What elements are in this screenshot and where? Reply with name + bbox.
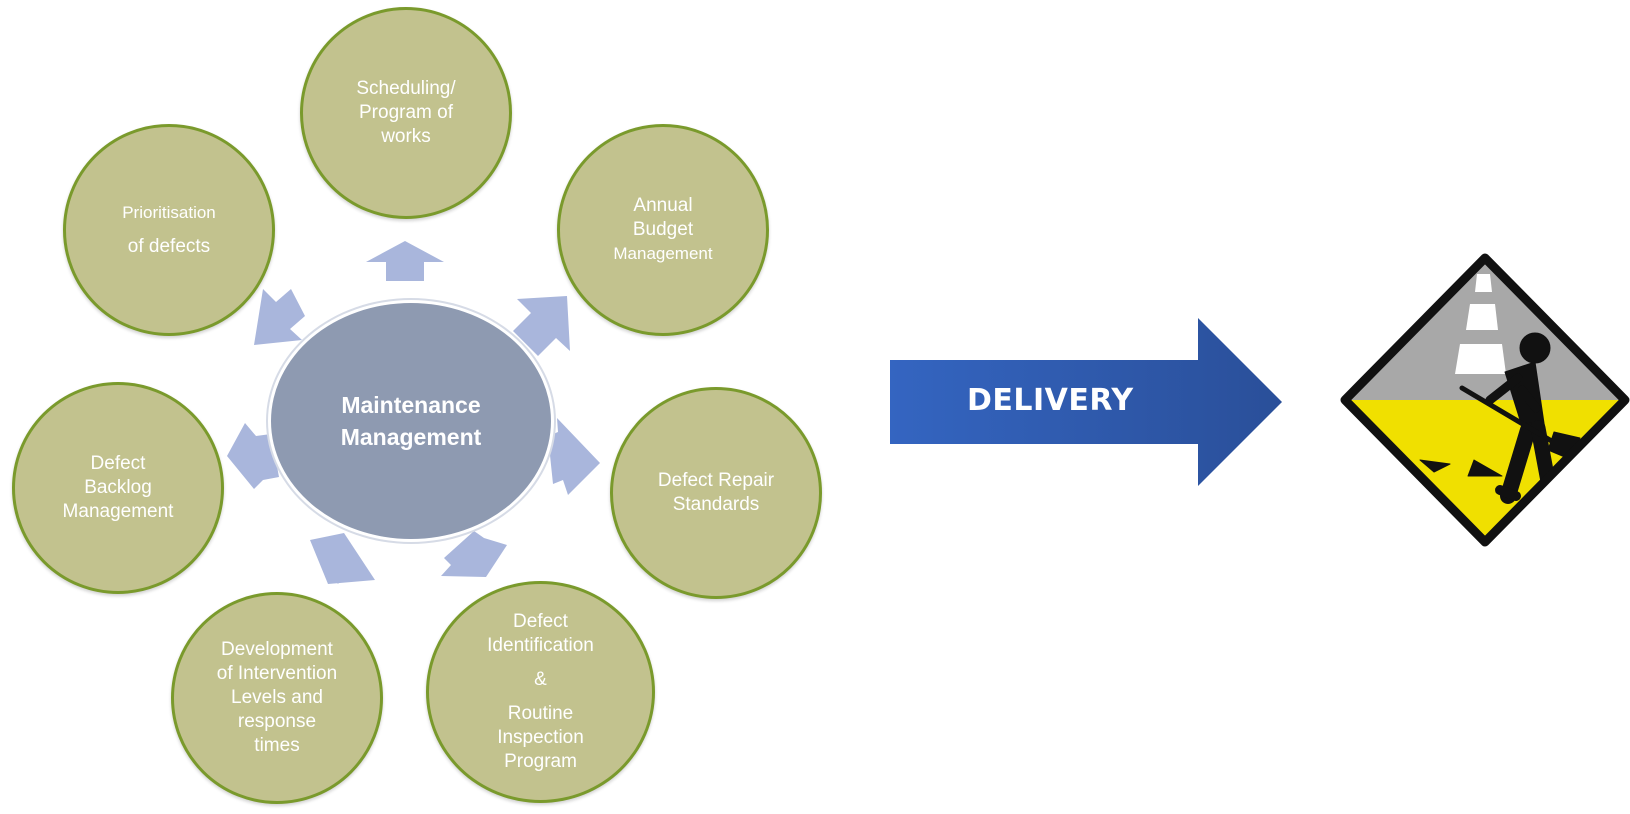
delivery-arrow: [890, 318, 1282, 486]
arrow-to-backlog: [227, 423, 279, 489]
delivery-label: DELIVERY: [967, 383, 1134, 418]
node-annual-budget: Annual Budget Management: [557, 124, 769, 336]
arrow-to-intervention-body: [310, 533, 375, 584]
node-intervention-line2: of Intervention: [216, 663, 338, 684]
node-backlog-line2: Backlog: [84, 477, 152, 498]
node-defect-repair: Defect Repair Standards: [610, 387, 822, 599]
node-backlog-line1: Defect: [90, 453, 146, 474]
road-works-icon: [1340, 253, 1630, 547]
arrow-to-scheduling: [366, 241, 444, 281]
node-annual-budget-line1: Annual: [633, 195, 693, 216]
node-intervention-line4: response: [237, 711, 317, 732]
node-intervention-line5: times: [254, 735, 300, 756]
node-backlog: Defect Backlog Management: [12, 382, 224, 594]
node-defect-identification-line5: Inspection: [497, 727, 584, 748]
node-backlog-line3: Management: [62, 501, 174, 522]
node-intervention-line3: Levels and: [231, 687, 323, 708]
arrow-to-prioritisation: [254, 289, 305, 345]
node-scheduling-line1: Scheduling/: [356, 78, 456, 99]
node-intervention: Development of Intervention Levels and r…: [171, 592, 383, 804]
arrow-to-defect-identification: [441, 531, 507, 577]
node-annual-budget-line2: Budget: [632, 219, 694, 240]
node-prioritisation: Prioritisation of defects: [63, 124, 275, 336]
node-defect-repair-line1: Defect Repair: [657, 470, 775, 491]
node-prioritisation-line2: of defects: [127, 236, 211, 257]
node-defect-identification-line2: Identification: [487, 635, 594, 656]
hub-maintenance-management: Maintenance Management: [268, 300, 554, 542]
hub-label-line1: Maintenance: [341, 392, 481, 418]
node-annual-budget-line3: Management: [613, 244, 713, 263]
node-scheduling: Scheduling/ Program of works: [300, 7, 512, 219]
node-defect-identification-line4: Routine: [507, 703, 574, 724]
arrow-to-annual-budget: [513, 296, 570, 356]
node-defect-identification-line3: &: [534, 669, 547, 690]
node-scheduling-line3: works: [381, 126, 431, 147]
node-defect-repair-line2: Standards: [672, 494, 760, 515]
node-defect-identification-line6: Program: [504, 751, 577, 772]
node-prioritisation-line1: Prioritisation: [122, 203, 216, 222]
node-intervention-line1: Development: [221, 639, 333, 660]
node-defect-identification: Defect Identification & Routine Inspecti…: [426, 581, 655, 803]
node-defect-identification-line1: Defect: [513, 611, 568, 632]
arrow-to-defect-repair: [548, 418, 600, 495]
node-scheduling-line2: Program of: [359, 102, 453, 123]
hub-label-line2: Management: [340, 424, 482, 450]
